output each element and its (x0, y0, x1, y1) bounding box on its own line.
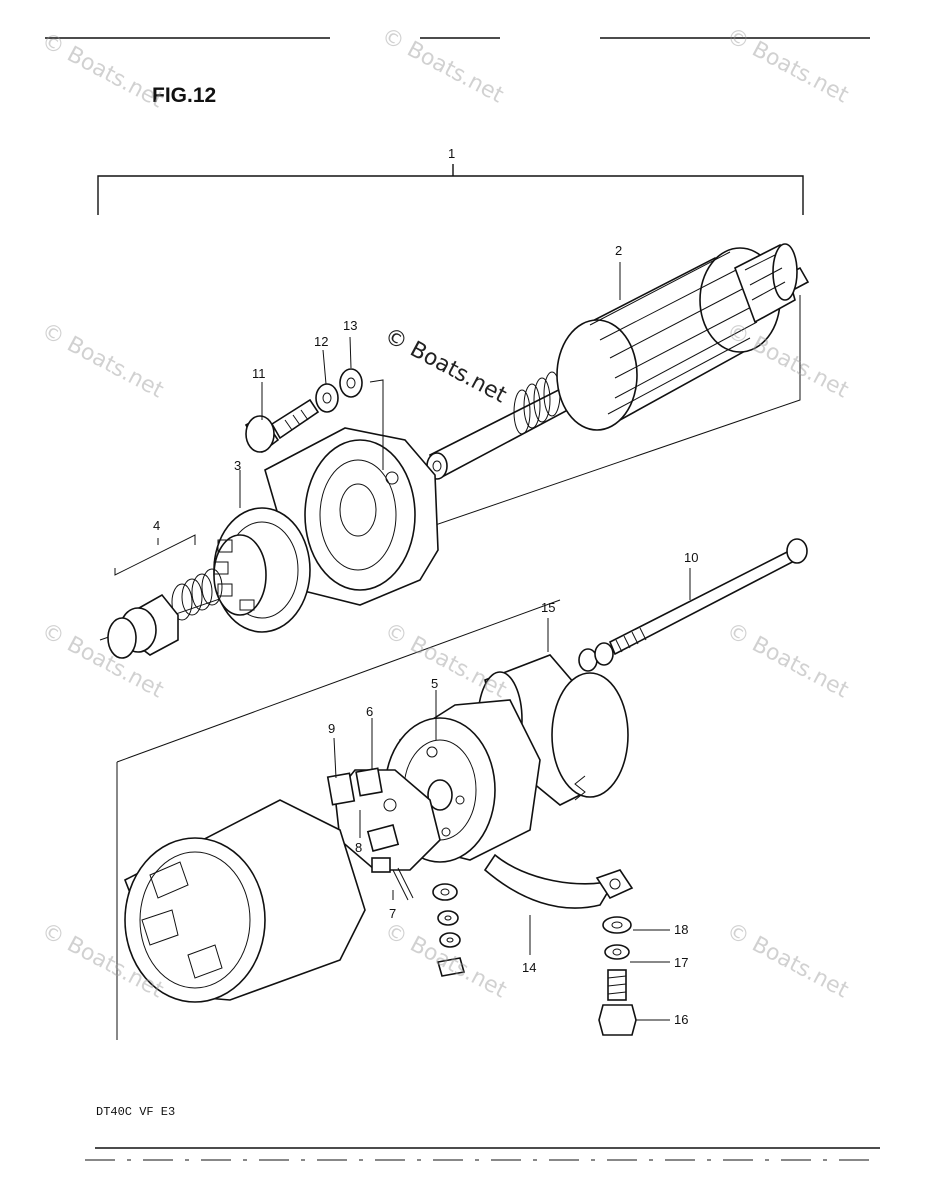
watermark: © Boats.net (722, 918, 853, 1003)
stud-hardware-stack (432, 883, 466, 977)
watermark: © Boats.net (37, 318, 168, 403)
callout-11: 11 (252, 366, 266, 381)
washers-12-13 (315, 368, 363, 413)
model-code: DT40C VF E3 (96, 1105, 175, 1119)
callout-6: 6 (366, 704, 373, 719)
callout-18: 18 (674, 922, 688, 937)
armature (426, 243, 810, 480)
watermark: © Boats.net (380, 918, 511, 1003)
watermark-center: © Boats.net (380, 323, 511, 408)
through-bolt-10 (578, 538, 808, 672)
yoke-frame (123, 799, 366, 1003)
watermark: © Boats.net (380, 618, 511, 703)
callout-7: 7 (389, 906, 396, 921)
watermark: © Boats.net (722, 318, 853, 403)
callout-10: 10 (684, 550, 698, 565)
brush-holder-6 (326, 767, 441, 901)
callout-1: 1 (448, 146, 455, 161)
assembly-bracket (97, 164, 804, 215)
callout-17: 17 (674, 955, 688, 970)
callout-2: 2 (615, 243, 622, 258)
callout-16: 16 (674, 1012, 688, 1027)
callout-8: 8 (355, 840, 362, 855)
callout-15: 15 (541, 600, 555, 615)
bolt-16-stack (598, 916, 637, 1036)
callout-4: 4 (153, 518, 160, 533)
watermark: © Boats.net (37, 28, 168, 113)
drive-end-housing (107, 427, 439, 659)
callout-9: 9 (328, 721, 335, 736)
bolt-11 (244, 398, 320, 454)
watermark: © Boats.net (377, 23, 508, 108)
figure-title: FIG.12 (152, 84, 216, 107)
watermark: © Boats.net (722, 23, 853, 108)
leader-lines (157, 262, 691, 1021)
callout-12: 12 (314, 334, 328, 349)
callout-labels: 1 2 3 4 5 6 7 8 9 10 11 12 13 14 15 16 1… (153, 146, 698, 1027)
callout-3: 3 (234, 458, 241, 473)
watermark: © Boats.net (722, 618, 853, 703)
mounting-strap-14 (483, 853, 634, 909)
callout-5: 5 (431, 676, 438, 691)
scan-edge-lines (45, 37, 880, 1161)
callout-14: 14 (522, 960, 536, 975)
callout-13: 13 (343, 318, 357, 333)
